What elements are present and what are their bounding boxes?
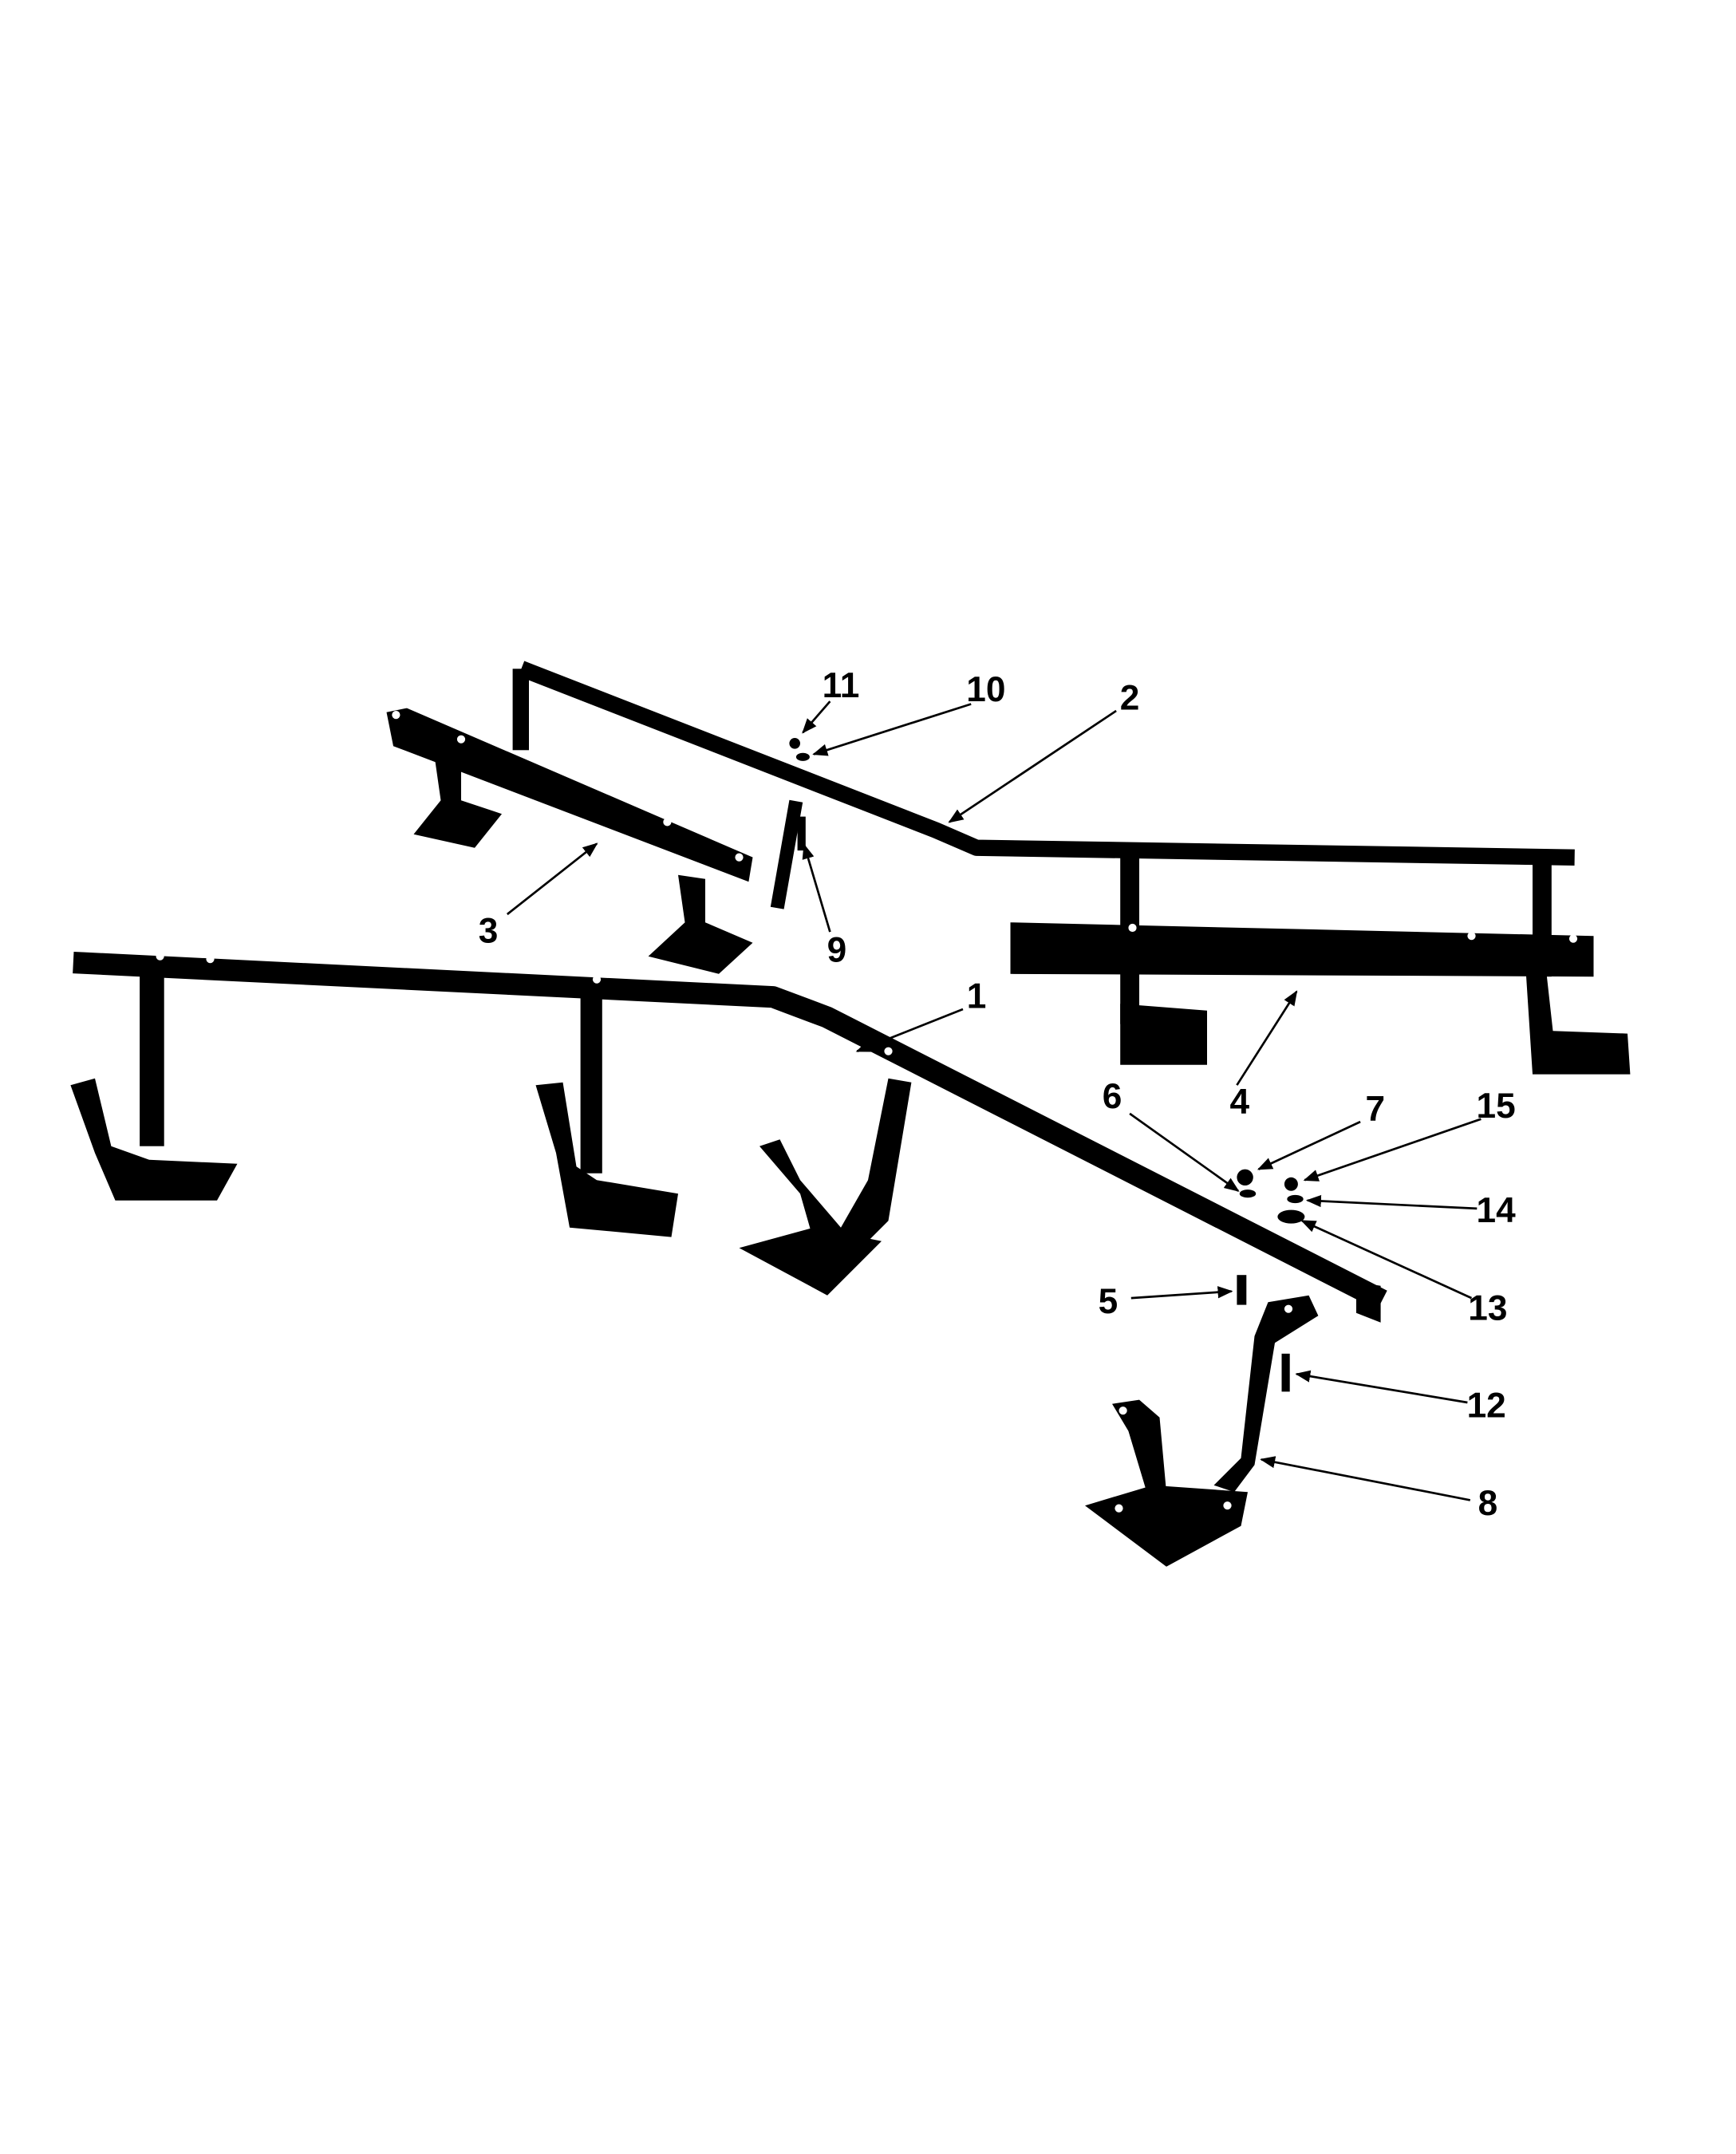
washer-13	[1277, 1209, 1305, 1224]
callout-8: 8	[1478, 1484, 1498, 1523]
callout-3: 3	[479, 912, 499, 951]
bracket-part-8	[1085, 1295, 1319, 1567]
callout-12: 12	[1467, 1387, 1506, 1426]
bolt-12	[1281, 1353, 1290, 1392]
callout-5: 5	[1099, 1282, 1119, 1321]
bolt-9	[797, 816, 806, 851]
callout-2: 2	[1120, 678, 1140, 717]
callout-1: 1	[967, 976, 987, 1016]
callout-15: 15	[1477, 1087, 1516, 1126]
callout-6: 6	[1103, 1077, 1122, 1116]
nut-11	[789, 738, 800, 749]
callout-7: 7	[1366, 1089, 1386, 1128]
hardware	[789, 738, 1305, 1392]
rail-part-3	[386, 708, 753, 974]
callout-4: 4	[1230, 1083, 1250, 1122]
callout-10: 10	[966, 670, 1005, 709]
bolt-5	[1237, 1275, 1247, 1305]
callout-13: 13	[1468, 1288, 1507, 1328]
washer-10	[795, 752, 810, 761]
callout-11: 11	[823, 666, 860, 705]
washer-6	[1239, 1189, 1257, 1198]
lockwasher-14	[1287, 1194, 1304, 1204]
callouts: 1 2 3 4 5 6 7 8 9 10 11 12 13 14 15	[479, 666, 1516, 1523]
callout-9: 9	[827, 931, 847, 970]
callout-14: 14	[1477, 1191, 1517, 1230]
nut-15	[1284, 1177, 1298, 1191]
nut-7	[1237, 1169, 1253, 1185]
rail-part-1	[70, 951, 1387, 1323]
leader-lines	[506, 700, 1482, 1501]
rail-part-2	[512, 661, 1631, 1075]
rail-part-4	[1010, 922, 1594, 977]
